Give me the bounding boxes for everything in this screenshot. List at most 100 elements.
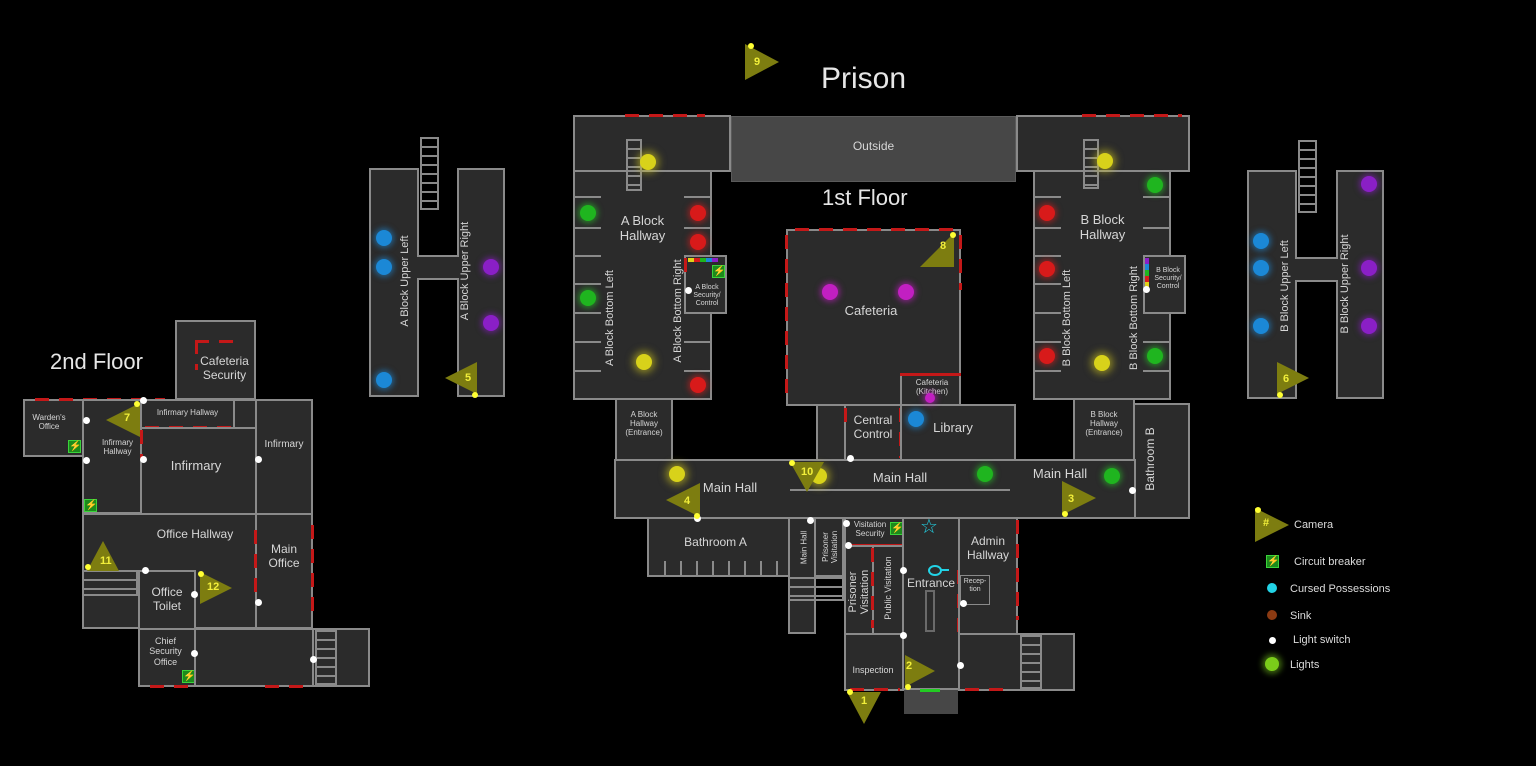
light xyxy=(1097,153,1113,169)
a-block-monitors xyxy=(688,258,718,262)
wardens-breaker-icon[interactable]: ⚡ xyxy=(68,440,82,453)
light xyxy=(580,290,596,306)
legend-breaker-icon: ⚡ xyxy=(1266,555,1280,568)
light-switch[interactable] xyxy=(140,397,147,404)
entrance-door-outside[interactable] xyxy=(904,690,958,714)
light-switch[interactable] xyxy=(847,455,854,462)
camera-icon[interactable] xyxy=(790,462,824,492)
office-hallway-label: Office Hallway xyxy=(156,527,234,541)
b-block-upper-right[interactable] xyxy=(1336,170,1384,399)
light-switch[interactable] xyxy=(900,632,907,639)
infirmary-main[interactable] xyxy=(140,427,257,515)
infirmary-side[interactable] xyxy=(255,399,313,515)
a-block-upper-right-label: A Block Upper Right xyxy=(459,221,471,321)
light-switch[interactable] xyxy=(142,567,149,574)
camera-icon[interactable] xyxy=(445,362,477,394)
a-block-upper-left-label: A Block Upper Left xyxy=(399,235,411,327)
light xyxy=(636,354,652,370)
legend-sink-label: Sink xyxy=(1290,610,1312,622)
office-stairs-left[interactable] xyxy=(82,570,138,596)
cafeteria-security-label: Cafeteria Security xyxy=(200,354,249,382)
camera-icon[interactable] xyxy=(200,572,232,604)
main-office-label: Main Office xyxy=(268,542,300,570)
light-switch[interactable] xyxy=(255,456,262,463)
light xyxy=(1147,348,1163,364)
infirmary-breaker-icon[interactable]: ⚡ xyxy=(84,499,98,512)
light-switch[interactable] xyxy=(845,542,852,549)
admin-stairs[interactable] xyxy=(1020,635,1042,689)
legend-light-switch-icon xyxy=(1269,637,1276,644)
light-switch[interactable] xyxy=(807,517,814,524)
main-hall-small[interactable] xyxy=(788,517,816,634)
main-office[interactable] xyxy=(255,513,313,629)
light xyxy=(1361,260,1377,276)
light-switch[interactable] xyxy=(685,287,692,294)
light xyxy=(580,205,596,221)
b-block-security[interactable] xyxy=(1143,255,1186,314)
camera-icon[interactable] xyxy=(905,655,935,687)
a-upper-stairs[interactable] xyxy=(420,137,439,210)
light-switch[interactable] xyxy=(900,567,907,574)
camera-icon[interactable] xyxy=(745,44,779,80)
light xyxy=(1104,468,1120,484)
light-switch[interactable] xyxy=(140,456,147,463)
light-switch[interactable] xyxy=(957,662,964,669)
b-block-upper-left[interactable] xyxy=(1247,170,1297,399)
light-switch[interactable] xyxy=(83,457,90,464)
light xyxy=(690,205,706,221)
b-upper-stairs[interactable] xyxy=(1298,140,1317,213)
floor1-title: 1st Floor xyxy=(822,185,908,210)
a-block-upper-left[interactable] xyxy=(369,168,419,397)
light xyxy=(1253,318,1269,334)
prisoner-visitation-small[interactable] xyxy=(814,517,844,577)
light-switch[interactable] xyxy=(191,591,198,598)
camera-number: 2 xyxy=(906,660,913,672)
light xyxy=(1361,176,1377,192)
office-stairs-right[interactable] xyxy=(315,630,337,685)
legend-sink-icon xyxy=(1267,610,1277,620)
camera-number: 11 xyxy=(100,555,112,567)
light-switch[interactable] xyxy=(83,417,90,424)
camera-icon[interactable] xyxy=(847,692,881,724)
a-block-breaker-icon[interactable]: ⚡ xyxy=(712,265,726,278)
legend-camera-symbol: # xyxy=(1263,517,1270,529)
admin-lower[interactable] xyxy=(958,633,1075,691)
a-block-upper-right[interactable] xyxy=(457,168,505,397)
public-visitation-label: Public Visitation xyxy=(883,556,893,620)
light-a-block-top xyxy=(640,154,656,170)
light-switch[interactable] xyxy=(1129,487,1136,494)
light-switch[interactable] xyxy=(255,599,262,606)
office-toilet[interactable] xyxy=(138,570,196,630)
light-switch[interactable] xyxy=(191,650,198,657)
light-switch[interactable] xyxy=(1143,286,1150,293)
library-label: Library xyxy=(933,420,973,435)
b-block-upper-connector[interactable] xyxy=(1295,257,1338,282)
camera-icon[interactable] xyxy=(920,233,954,267)
camera-icon[interactable] xyxy=(106,403,140,437)
camera-number: 1 xyxy=(861,695,868,707)
cursed-possession-star-icon[interactable]: ☆ xyxy=(920,516,938,538)
bathroom-b-label: Bathroom B xyxy=(1143,427,1157,491)
camera-icon[interactable] xyxy=(1062,481,1096,515)
light-switch[interactable] xyxy=(310,656,317,663)
central-control-label: Central Control xyxy=(853,413,893,441)
camera-icon[interactable] xyxy=(1277,362,1309,394)
light-switch[interactable] xyxy=(960,600,967,607)
bathroom-b[interactable] xyxy=(1133,403,1190,519)
camera-icon[interactable] xyxy=(87,541,119,571)
inspection[interactable] xyxy=(844,633,904,691)
main-stairs[interactable] xyxy=(788,577,844,601)
b-block-upper-right-label: B Block Upper Right xyxy=(1339,234,1351,334)
light-switch[interactable] xyxy=(843,520,850,527)
a-block-security[interactable] xyxy=(684,255,727,314)
camera-icon[interactable] xyxy=(666,483,700,517)
cafeteria-security[interactable] xyxy=(175,320,256,400)
a-block-bottom-left-label: A Block Bottom Left xyxy=(604,270,616,366)
legend-breaker-label: Circuit breaker xyxy=(1294,556,1366,568)
cafeteria-kitchen-label: Cafeteria (Kitchen) xyxy=(915,378,949,397)
infirmary-hallway-top-label: Infirmary Hallway xyxy=(156,408,219,417)
office-lower[interactable] xyxy=(194,628,314,687)
reception-label: Recep- tion xyxy=(963,578,987,594)
outside-area[interactable] xyxy=(731,116,1016,182)
a-block-upper-connector[interactable] xyxy=(417,255,459,280)
